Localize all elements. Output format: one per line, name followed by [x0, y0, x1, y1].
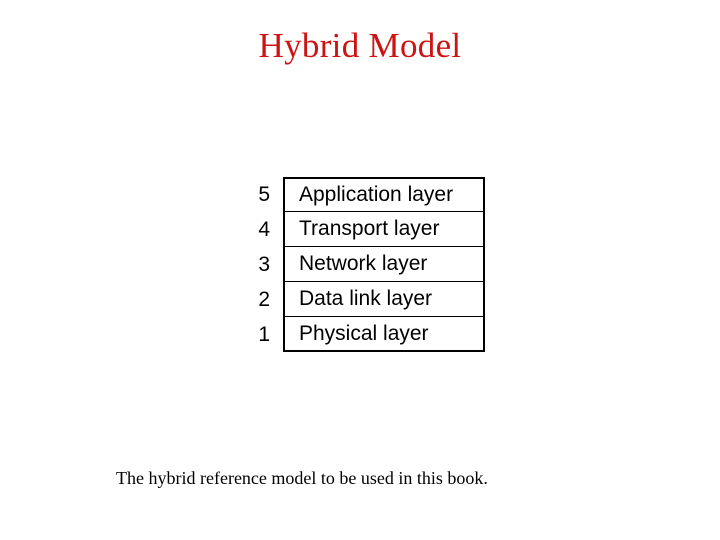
layer-row: 2 Data link layer [245, 282, 485, 317]
layer-label-application: Application layer [283, 177, 485, 212]
layer-row: 3 Network layer [245, 247, 485, 282]
layer-number-1: 1 [258, 323, 270, 346]
layer-label-data-link: Data link layer [283, 282, 485, 317]
layer-number-2: 2 [258, 288, 270, 311]
layer-row: 1 Physical layer [245, 317, 485, 352]
layer-row: 4 Transport layer [245, 212, 485, 247]
layer-label-physical: Physical layer [283, 317, 485, 352]
figure-caption: The hybrid reference model to be used in… [116, 468, 488, 488]
layer-stack-diagram: 5 Application layer 4 Transport layer 3 … [245, 177, 485, 353]
layer-label-network: Network layer [283, 247, 485, 282]
layer-row: 5 Application layer [245, 177, 485, 212]
layer-number-3: 3 [258, 253, 270, 276]
page-title: Hybrid Model [258, 26, 462, 65]
layer-label-transport: Transport layer [283, 212, 485, 247]
layer-number-4: 4 [258, 218, 270, 241]
layer-number-5: 5 [258, 183, 270, 206]
